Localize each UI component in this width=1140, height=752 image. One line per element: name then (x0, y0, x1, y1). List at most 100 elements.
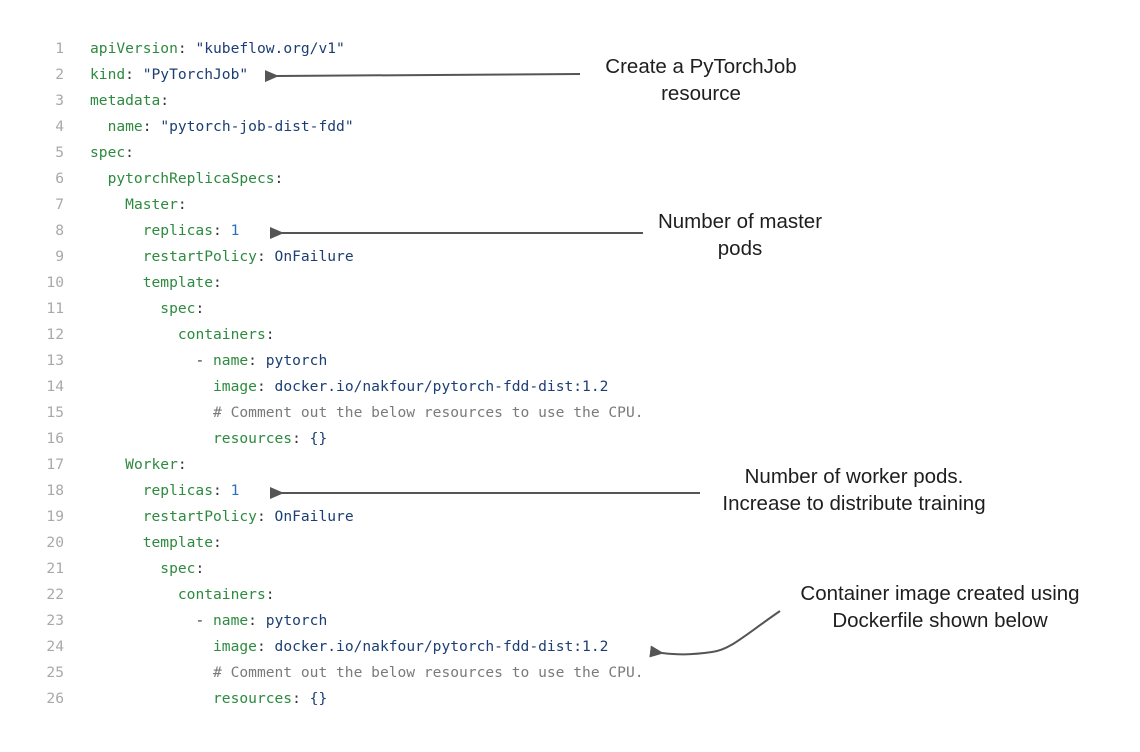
line-number: 19 (46, 508, 64, 525)
code-text: name: "pytorch-job-dist-fdd" (90, 114, 354, 140)
code-token: replicas (142, 222, 214, 239)
code-line: 15 # Comment out the below resources to … (0, 400, 720, 426)
code-line: 16 resources: {} (0, 426, 720, 452)
annotation-master-line-1: Number of master (657, 210, 823, 233)
line-number: 3 (55, 92, 64, 109)
code-line: 26 resources: {} (0, 686, 720, 712)
annotation-master-line-2: pods (717, 237, 763, 260)
code-line: 21 spec: (0, 556, 720, 582)
line-number: 23 (46, 612, 64, 629)
code-token: : (125, 66, 143, 83)
code-line: 1 apiVersion: "kubeflow.org/v1" (0, 36, 720, 62)
code-line: 22 containers: (0, 582, 720, 608)
code-token: : (213, 274, 222, 291)
code-token: : (160, 92, 170, 109)
code-token: "kubeflow.org/v1" (195, 40, 345, 57)
code-line: 6 pytorchReplicaSpecs: (0, 166, 720, 192)
code-token: kind (90, 66, 126, 83)
line-number: 2 (55, 66, 64, 83)
code-token: : (195, 560, 205, 577)
code-line: 23 - name: pytorch (0, 608, 720, 634)
code-text: restartPolicy: OnFailure (90, 244, 354, 270)
code-text: restartPolicy: OnFailure (90, 504, 354, 530)
code-text: image: docker.io/nakfour/pytorch-fdd-dis… (90, 634, 608, 660)
line-number: 21 (46, 560, 64, 577)
code-token: : (177, 456, 187, 473)
code-token: : (125, 144, 134, 161)
code-line: 25 # Comment out the below resources to … (0, 660, 720, 686)
code-line: 11 spec: (0, 296, 720, 322)
line-number: 11 (46, 300, 64, 317)
code-token: pytorchReplicaSpecs (107, 170, 275, 187)
code-line: 4 name: "pytorch-job-dist-fdd" (0, 114, 720, 140)
code-token: - (195, 352, 214, 369)
code-line: 24 image: docker.io/nakfour/pytorch-fdd-… (0, 634, 720, 660)
code-line: 17 Worker: (0, 452, 720, 478)
line-number: 4 (55, 118, 64, 135)
code-token: resources (213, 690, 293, 707)
code-token: docker.io/nakfour/pytorch-fdd-dist:1.2 (274, 378, 609, 395)
code-text: apiVersion: "kubeflow.org/v1" (90, 36, 345, 62)
code-line: 10 template: (0, 270, 720, 296)
annotation-worker-pods: Number of worker pods. Increase to distr… (684, 463, 1024, 517)
code-token: spec (160, 560, 196, 577)
code-token: name (213, 352, 249, 369)
code-token: pytorch (265, 352, 328, 369)
code-text: kind: "PyTorchJob" (90, 62, 248, 88)
code-text: resources: {} (90, 686, 327, 712)
code-line: 14 image: docker.io/nakfour/pytorch-fdd-… (0, 374, 720, 400)
code-token: {} (309, 430, 328, 447)
code-token: : (292, 430, 310, 447)
code-token: : (265, 326, 275, 343)
line-number: 8 (55, 222, 64, 239)
code-text: spec: (90, 296, 204, 322)
code-token: : (177, 196, 187, 213)
line-number: 15 (46, 404, 64, 421)
code-line: 13 - name: pytorch (0, 348, 720, 374)
line-number: 10 (46, 274, 64, 291)
code-line: 7 Master: (0, 192, 720, 218)
code-token: docker.io/nakfour/pytorch-fdd-dist:1.2 (274, 638, 609, 655)
line-number: 16 (46, 430, 64, 447)
code-token: : (142, 118, 161, 135)
code-line: 20 template: (0, 530, 720, 556)
code-token: OnFailure (274, 508, 354, 525)
code-token: {} (309, 690, 328, 707)
code-token: 1 (230, 482, 240, 499)
code-token: # Comment out the below resources to use… (213, 664, 644, 681)
arrow-container-image (649, 610, 781, 658)
code-token: metadata (90, 92, 161, 109)
code-token: : (248, 612, 266, 629)
code-token: : (195, 300, 205, 317)
annotation-pytorchjob-line-1: Create a PyTorchJob (605, 55, 797, 78)
line-number: 20 (46, 534, 64, 551)
annotation-container-image: Container image created using Dockerfile… (768, 580, 1112, 634)
code-token: : (256, 378, 275, 395)
code-token: restartPolicy (142, 508, 257, 525)
code-token: replicas (142, 482, 214, 499)
code-token: "PyTorchJob" (142, 66, 249, 83)
line-number: 25 (46, 664, 64, 681)
code-token: : (256, 508, 275, 525)
code-line: 18 replicas: 1 (0, 478, 720, 504)
annotation-pytorchjob-line-2: resource (661, 82, 741, 105)
code-token: : (265, 586, 275, 603)
line-number: 7 (55, 196, 64, 213)
code-token: "pytorch-job-dist-fdd" (160, 118, 354, 135)
code-token: 1 (230, 222, 240, 239)
code-token: restartPolicy (142, 248, 257, 265)
code-line: 12 containers: (0, 322, 720, 348)
annotation-master-pods: Number of master pods (600, 208, 880, 262)
code-text: replicas: 1 (90, 478, 240, 504)
code-token: containers (177, 326, 266, 343)
code-text: image: docker.io/nakfour/pytorch-fdd-dis… (90, 374, 608, 400)
code-token: : (256, 248, 275, 265)
code-line: 2 kind: "PyTorchJob" (0, 62, 720, 88)
code-text: - name: pytorch (90, 608, 327, 634)
annotation-pytorchjob: Create a PyTorchJob resource (560, 53, 842, 107)
annotation-image-line-2: Dockerfile shown below (832, 609, 1048, 632)
code-text: metadata: (90, 88, 169, 114)
line-number: 1 (55, 40, 64, 57)
code-token: name (213, 612, 249, 629)
